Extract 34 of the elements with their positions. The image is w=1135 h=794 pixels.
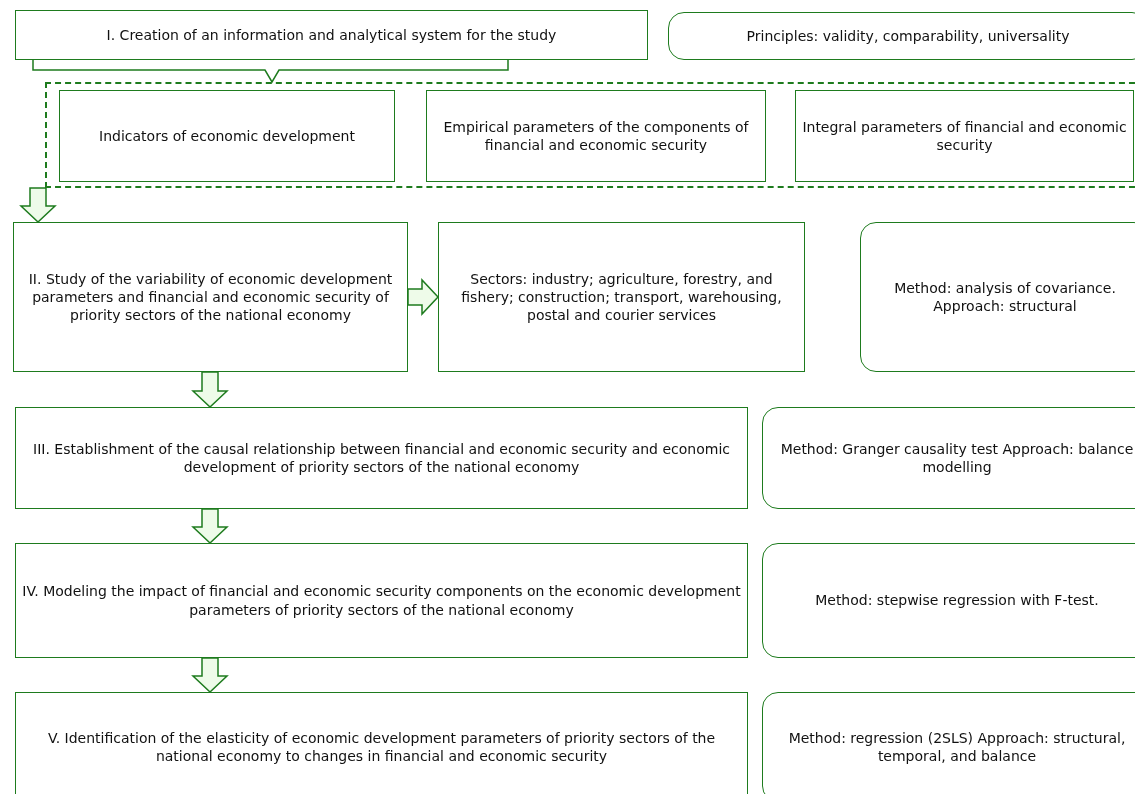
box-text: Integral parameters of financial and economic security: [801, 117, 1128, 155]
block-arrow: [19, 187, 57, 224]
process-box: [15, 407, 748, 509]
box-text: II. Study of the variability of economic development parameters and financial and economic security of priority sectors of the national economy: [27, 269, 394, 325]
block-arrow: [191, 371, 229, 409]
box-text: I. Creation of an information and analytical system for the study: [105, 25, 558, 45]
process-box: [13, 222, 408, 372]
process-box: [15, 10, 648, 60]
process-box: [15, 692, 748, 794]
block-arrow: [407, 278, 440, 316]
process-box: [426, 90, 766, 182]
rounded-box: [668, 12, 1135, 60]
dashed-group-box: [45, 82, 1135, 188]
box-text: Method: stepwise regression with F-test.: [814, 591, 1100, 610]
block-arrow: [191, 657, 229, 694]
box-text: IV. Modeling the impact of financial and economic security components on the economic development parameters of priority sectors of the national economy: [21, 582, 742, 619]
process-box: [795, 90, 1134, 182]
rounded-box: [762, 407, 1135, 509]
box-text: Empirical parameters of the components of financial and economic security: [442, 117, 750, 155]
rounded-box: [762, 543, 1135, 658]
process-box: [59, 90, 395, 182]
box-text: III. Establishment of the causal relationship between financial and economic security and economic development of priority sectors of the national economy: [32, 439, 731, 477]
block-arrow: [191, 508, 229, 545]
rounded-box: [860, 222, 1135, 372]
box-text: Method: regression (2SLS) Approach: structural, temporal, and balance: [787, 728, 1127, 766]
box-text: Principles: validity, comparability, universality: [745, 26, 1071, 46]
box-text: Method: analysis of covariance. Approach: structural: [893, 278, 1117, 316]
process-box: [438, 222, 805, 372]
process-box: [15, 543, 748, 658]
box-text: Indicators of economic development: [98, 126, 356, 146]
box-text: Sectors: industry; agriculture, forestry, and fishery; construction; transport, warehousing, postal and courier services: [460, 269, 783, 325]
rounded-box: [762, 692, 1135, 794]
box-text: V. Identification of the elasticity of economic development parameters of priority sectors of the national economy to changes in financial and economic security: [46, 728, 717, 766]
box-text: Method: Granger causality test Approach: balance modelling: [779, 439, 1135, 477]
